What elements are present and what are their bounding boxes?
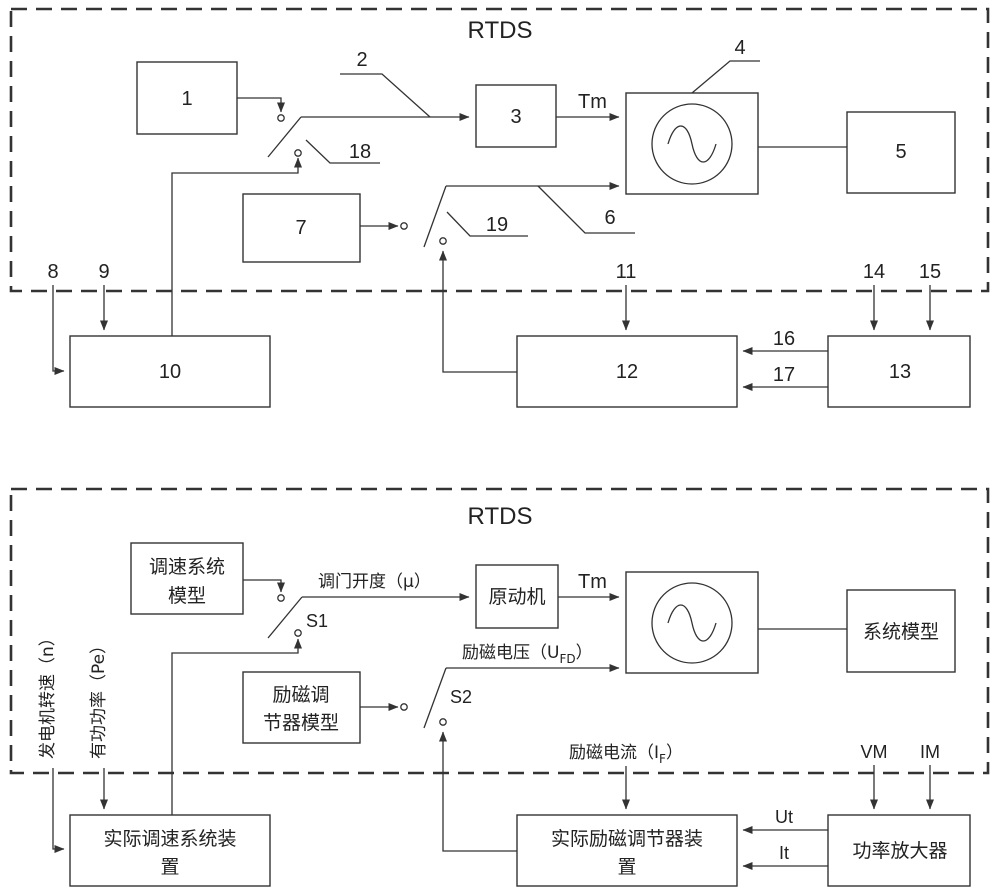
top-signal-17: 17 bbox=[773, 364, 795, 386]
top-block-10-label: 10 bbox=[159, 361, 181, 383]
bottom-generator-circle bbox=[651, 582, 733, 664]
excitation-current-label: 励磁电流（IF） bbox=[569, 743, 683, 766]
top-switch-18-contact-a bbox=[277, 114, 285, 122]
top-generator-sine-icon bbox=[667, 125, 717, 163]
top-block-3 bbox=[475, 84, 557, 148]
switch-s1-contact-a bbox=[277, 594, 285, 602]
top-switch-18-blade bbox=[267, 116, 302, 158]
top-signal-9: 9 bbox=[98, 261, 109, 283]
top-block-5-label: 5 bbox=[895, 141, 906, 163]
actual-exciter-label-line1: 实际励磁调节器装 bbox=[551, 828, 703, 850]
top-wire-1-to-switch bbox=[237, 97, 285, 113]
governor-model-label-line1: 调速系统 bbox=[149, 556, 225, 578]
top-rtds-boundary bbox=[9, 7, 990, 293]
top-block-1 bbox=[136, 61, 238, 135]
top-signal-11: 11 bbox=[616, 261, 637, 283]
top-callout-2-leader bbox=[340, 73, 431, 118]
system-model-label: 系统模型 bbox=[863, 621, 939, 643]
switch-s2-label: S2 bbox=[450, 687, 472, 707]
power-amplifier-label: 功率放大器 bbox=[852, 840, 947, 862]
switch-s1-label: S1 bbox=[306, 611, 328, 631]
wire-governor-to-s1 bbox=[243, 579, 285, 593]
exciter-model-label-line2: 节器模型 bbox=[263, 712, 339, 734]
actual-governor-block bbox=[69, 814, 271, 887]
top-callout-18: 18 bbox=[349, 141, 371, 163]
top-block-12 bbox=[516, 335, 738, 408]
excitation-voltage-label: 励磁电压（UFD） bbox=[462, 643, 593, 666]
switch-s2-blade bbox=[423, 667, 447, 729]
exciter-model-block bbox=[242, 671, 361, 744]
top-callout-4: 4 bbox=[734, 37, 745, 59]
ut-label: Ut bbox=[775, 807, 793, 827]
top-signal-15: 15 bbox=[919, 261, 941, 283]
bottom-label-tm: Tm bbox=[578, 571, 607, 593]
top-switch-19-blade bbox=[423, 185, 447, 248]
im-label: IM bbox=[920, 742, 940, 762]
top-diagram: RTDS 1 2 18 3 Tm 4 5 7 bbox=[9, 7, 990, 408]
top-wire-10-to-switch-18 bbox=[171, 157, 302, 336]
active-power-label: 有功功率（Pe） bbox=[89, 637, 109, 759]
switch-s2-contact-b bbox=[439, 718, 447, 726]
top-wire-8-to-10 bbox=[52, 285, 65, 375]
top-callout-19: 19 bbox=[486, 214, 508, 236]
top-callout-18-leader bbox=[305, 139, 380, 164]
bottom-rtds-boundary bbox=[9, 487, 990, 775]
valve-opening-label: 调门开度（μ） bbox=[318, 572, 431, 592]
switch-s2-contact-a bbox=[400, 703, 408, 711]
top-generator-circle bbox=[651, 103, 733, 185]
prime-mover-label: 原动机 bbox=[488, 586, 545, 608]
governor-model-label-line2: 模型 bbox=[168, 585, 206, 607]
actual-exciter-label-line2: 置 bbox=[617, 856, 636, 878]
top-block-7-label: 7 bbox=[295, 217, 306, 239]
wire-actual-exciter-to-s2 bbox=[439, 731, 517, 852]
top-switch-19-contact-a bbox=[400, 222, 408, 230]
actual-governor-label-line1: 实际调速系统装 bbox=[103, 828, 236, 850]
generator-speed-label: 发电机转速（n） bbox=[38, 629, 58, 759]
top-callout-6-leader bbox=[537, 185, 635, 234]
exciter-model-label-line1: 励磁调 bbox=[272, 684, 329, 706]
top-block-5 bbox=[846, 111, 956, 194]
bottom-rtds-title: RTDS bbox=[468, 503, 533, 530]
bottom-generator-sine-icon bbox=[667, 604, 717, 642]
governor-model-block bbox=[130, 542, 244, 615]
top-block-10 bbox=[69, 335, 271, 408]
top-block-12-label: 12 bbox=[616, 361, 638, 383]
it-label: It bbox=[779, 843, 789, 863]
top-rtds-title: RTDS bbox=[468, 17, 533, 44]
power-amplifier-block bbox=[827, 814, 971, 887]
top-callout-19-leader bbox=[446, 211, 528, 237]
top-block-13 bbox=[827, 335, 971, 408]
actual-governor-label-line2: 置 bbox=[160, 856, 179, 878]
switch-s1-contact-b bbox=[294, 629, 302, 637]
top-label-tm: Tm bbox=[578, 91, 607, 113]
top-block-7 bbox=[242, 193, 361, 263]
top-callout-4-leader bbox=[691, 60, 760, 94]
top-signal-16: 16 bbox=[773, 328, 795, 350]
top-callout-2: 2 bbox=[356, 49, 367, 71]
top-signal-8: 8 bbox=[47, 261, 58, 283]
top-wire-12-to-switch-19 bbox=[439, 250, 517, 373]
wire-actual-governor-to-s1 bbox=[171, 638, 302, 815]
top-block-1-label: 1 bbox=[181, 88, 192, 110]
system-model-block bbox=[846, 589, 956, 673]
top-block-13-label: 13 bbox=[889, 361, 911, 383]
top-switch-19-contact-b bbox=[439, 237, 447, 245]
prime-mover-block bbox=[475, 564, 559, 629]
top-callout-6: 6 bbox=[604, 207, 615, 229]
vm-label: VM bbox=[861, 742, 888, 762]
top-signal-14: 14 bbox=[863, 261, 885, 283]
top-block-3-label: 3 bbox=[510, 106, 521, 128]
switch-s1-blade bbox=[267, 596, 303, 639]
wire-speed-to-actual-governor bbox=[52, 768, 65, 853]
top-switch-18-contact-b bbox=[294, 149, 302, 157]
bottom-diagram: RTDS 调速系统 模型 S1 调门开度（μ） 原动机 Tm 系统模型 励磁调 … bbox=[9, 487, 990, 887]
